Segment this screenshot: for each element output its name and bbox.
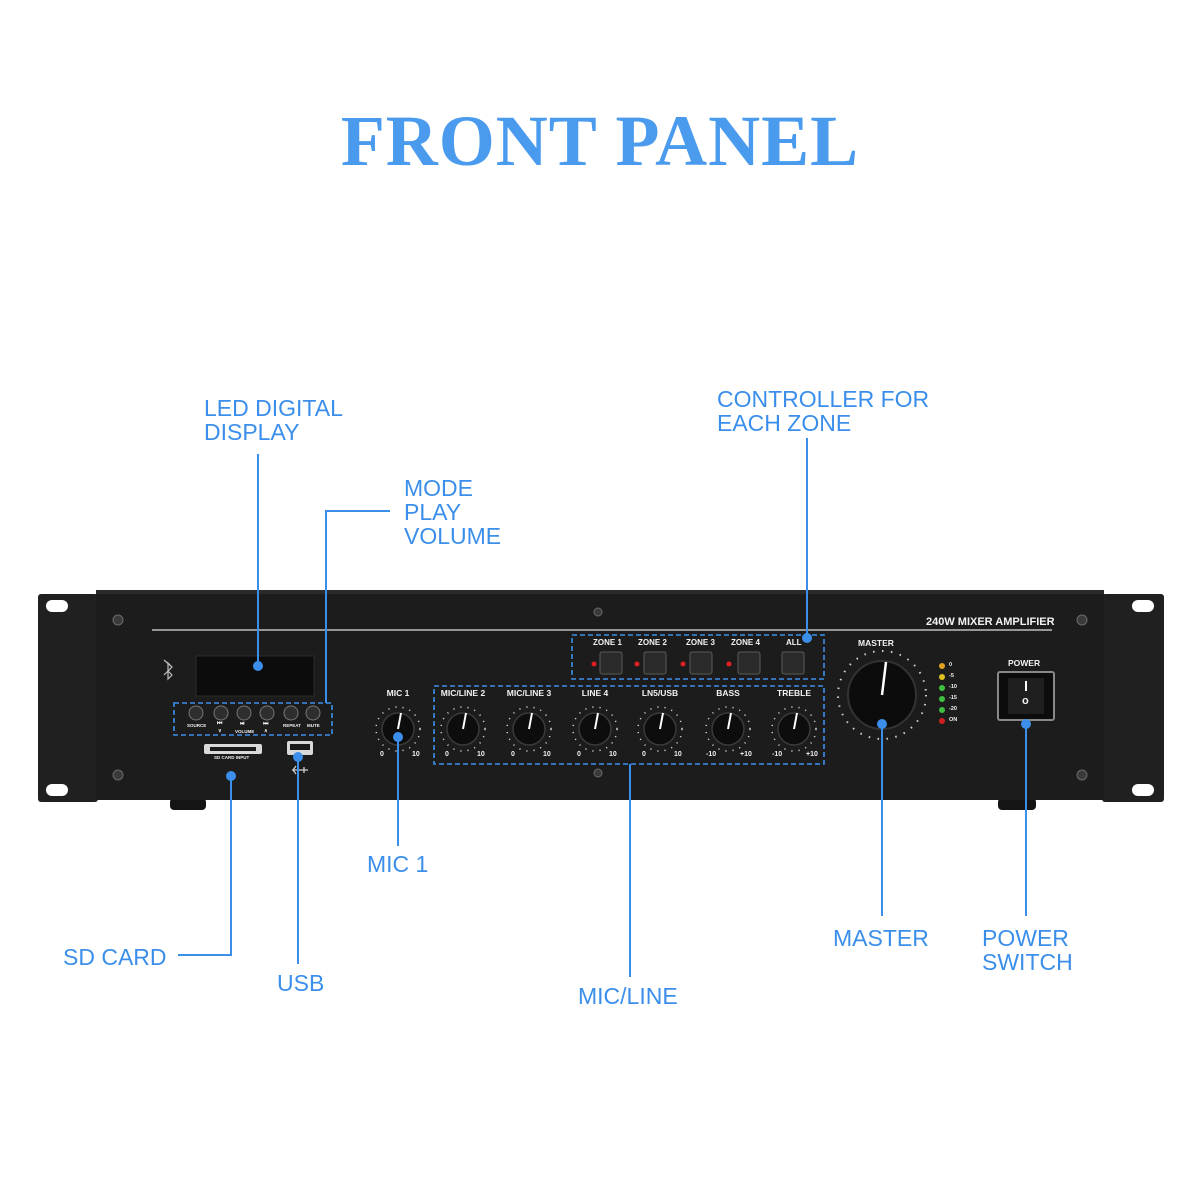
media-sub-volume: VOLUME bbox=[235, 729, 255, 734]
zone-label-1: ZONE 1 bbox=[593, 638, 622, 647]
zone-group-box bbox=[571, 634, 825, 680]
rack-slot-top-left bbox=[46, 600, 68, 612]
scale-max-mic-line-2: 10 bbox=[477, 751, 485, 758]
knob-mic-line-2[interactable] bbox=[440, 706, 486, 752]
scale-max-mic-line-3: 10 bbox=[543, 751, 551, 758]
screw bbox=[1076, 614, 1088, 626]
media-sub-up: ∧ bbox=[264, 728, 268, 734]
right-rack-ear bbox=[1102, 594, 1164, 802]
callout-usb: USB bbox=[277, 970, 325, 996]
zone-button-row bbox=[591, 651, 805, 675]
rack-slot-bottom-left bbox=[46, 784, 68, 796]
screw bbox=[593, 607, 603, 617]
media-label-prev: ⏮ bbox=[217, 721, 223, 727]
scale-min-mic-line-3: 0 bbox=[511, 751, 515, 758]
meter-label-0: 0 bbox=[949, 662, 953, 668]
page-title: FRONT PANEL bbox=[340, 101, 860, 181]
channel-label-mic1: MIC 1 bbox=[386, 688, 410, 698]
knob-mic1[interactable] bbox=[375, 706, 421, 752]
sd-card-label: SD CARD INPUT bbox=[214, 755, 250, 760]
screw bbox=[112, 614, 124, 626]
channel-label-mic-line-3: MIC/LINE 3 bbox=[506, 688, 552, 698]
media-button-row bbox=[188, 705, 321, 721]
rack-slot-top-right bbox=[1132, 600, 1154, 612]
scale-min-ln5-usb: 0 bbox=[642, 751, 646, 758]
channel-knobs bbox=[375, 706, 817, 752]
media-label-mute: MUTE bbox=[307, 723, 320, 728]
scale-min-treble: -10 bbox=[772, 751, 783, 758]
knob-bass[interactable] bbox=[705, 706, 751, 752]
scale-max-line-4: 10 bbox=[609, 751, 617, 758]
master-knob bbox=[837, 650, 927, 740]
model-label: 240W MIXER AMPLIFIER bbox=[926, 616, 1055, 628]
rack-slot-bottom-right bbox=[1132, 784, 1154, 796]
media-sub-down: ∨ bbox=[218, 728, 222, 734]
scale-min-bass: -10 bbox=[706, 751, 717, 758]
zone-label-4: ZONE 4 bbox=[731, 638, 760, 647]
channel-label-bass: BASS bbox=[716, 688, 740, 698]
power-panel-label: POWER bbox=[1008, 658, 1041, 668]
level-meter bbox=[939, 663, 945, 724]
zone-label-3: ZONE 3 bbox=[686, 638, 715, 647]
meter-label-15: -15 bbox=[949, 695, 957, 701]
callout-sd-card: SD CARD bbox=[63, 944, 167, 970]
bluetooth-icon bbox=[163, 659, 173, 681]
knob-mic-line-3[interactable] bbox=[506, 706, 552, 752]
channel-label-ln5-usb: LN5/USB bbox=[641, 688, 679, 698]
media-label-play: ⏯ bbox=[240, 721, 245, 727]
zone-label-2: ZONE 2 bbox=[638, 638, 667, 647]
scale-min-mic1: 0 bbox=[380, 751, 384, 758]
scale-max-treble: +10 bbox=[806, 751, 818, 758]
screw bbox=[112, 769, 124, 781]
meter-label-on: ON bbox=[949, 717, 958, 723]
media-label-next: ⏭ bbox=[263, 721, 269, 727]
mic-line-group-box bbox=[433, 685, 825, 765]
master-panel-label: MASTER bbox=[858, 638, 894, 648]
callout-mode-play-volume: MODE PLAY VOLUME bbox=[404, 475, 502, 549]
scale-min-line-4: 0 bbox=[577, 751, 581, 758]
meter-label-10: -10 bbox=[949, 684, 957, 690]
media-group-box bbox=[173, 702, 333, 736]
meter-label-20: -20 bbox=[949, 706, 957, 712]
knob-ln5-usb[interactable] bbox=[637, 706, 683, 752]
meter-label-5: -5 bbox=[949, 673, 954, 679]
foot-left bbox=[170, 798, 206, 810]
channel-label-line-4: LINE 4 bbox=[581, 688, 609, 698]
power-switch-mark: o bbox=[1022, 695, 1029, 707]
channel-label-treble: TREBLE bbox=[777, 688, 811, 698]
usb-icon bbox=[292, 765, 308, 775]
zone-label-all: ALL bbox=[786, 638, 802, 647]
left-rack-ear bbox=[38, 594, 98, 802]
screw bbox=[593, 768, 603, 778]
scale-min-mic-line-2: 0 bbox=[445, 751, 449, 758]
callout-mic1: MIC 1 bbox=[367, 851, 429, 877]
screw bbox=[1076, 769, 1088, 781]
media-label-repeat: REPEAT bbox=[283, 723, 301, 728]
scale-max-bass: +10 bbox=[740, 751, 752, 758]
callout-led-display: LED DIGITAL DISPLAY bbox=[204, 395, 343, 445]
scale-max-ln5-usb: 10 bbox=[674, 751, 682, 758]
scale-max-mic1: 10 bbox=[412, 751, 420, 758]
callout-zone-controller: CONTROLLER FOR EACH ZONE bbox=[717, 386, 930, 436]
knob-treble[interactable] bbox=[771, 706, 817, 752]
callout-mic-line: MIC/LINE bbox=[578, 983, 678, 1009]
media-label-source: SOURCE bbox=[187, 723, 207, 728]
channel-label-mic-line-2: MIC/LINE 2 bbox=[440, 688, 486, 698]
callout-master: MASTER bbox=[833, 925, 929, 951]
callout-power-switch: POWER SWITCH bbox=[982, 925, 1073, 975]
knob-line-4[interactable] bbox=[572, 706, 618, 752]
